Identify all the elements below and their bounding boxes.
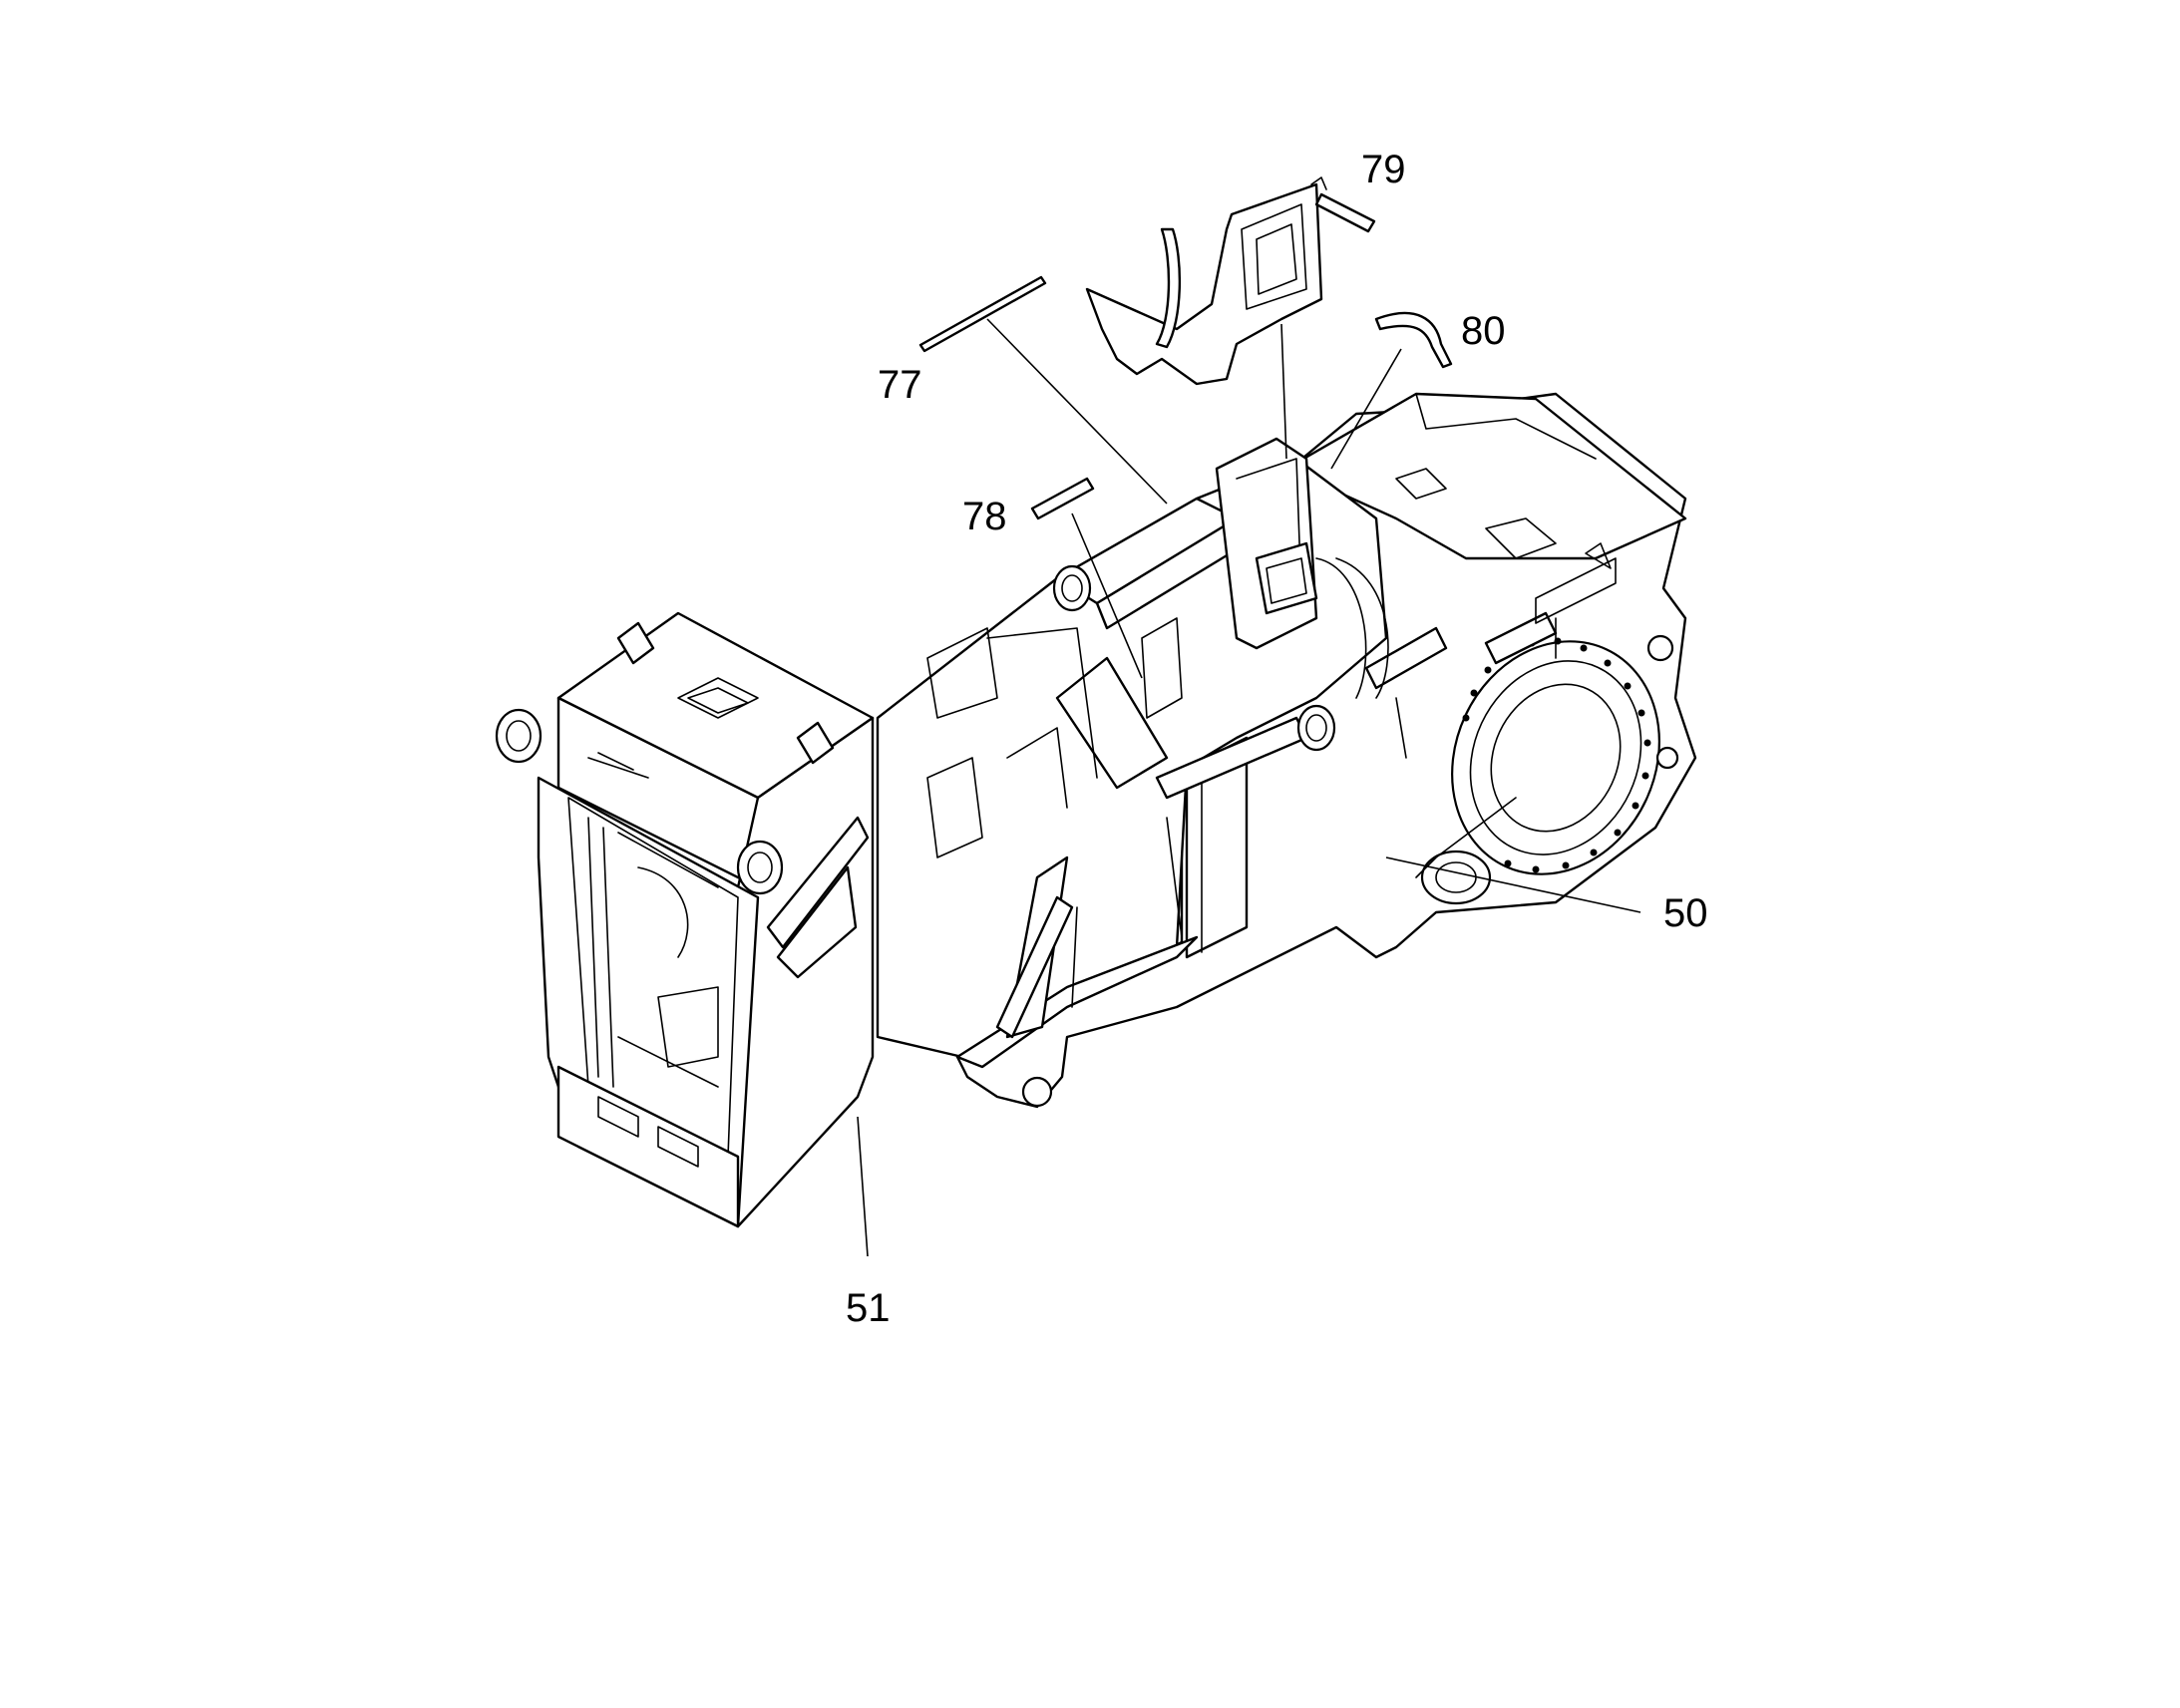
callout-79: 79 bbox=[1361, 148, 1406, 191]
front-frame-part-51 bbox=[495, 611, 875, 1228]
callout-80: 80 bbox=[1461, 309, 1506, 353]
leader-lines bbox=[857, 318, 1641, 1257]
callout-77: 77 bbox=[878, 363, 922, 407]
callout-50: 50 bbox=[1663, 891, 1708, 935]
hose-part-80 bbox=[1374, 311, 1453, 369]
callout-51: 51 bbox=[846, 1286, 891, 1330]
cab-bracket-part-79 bbox=[1085, 176, 1376, 386]
rear-frame-part-50 bbox=[955, 392, 1697, 1109]
rod-part-77 bbox=[918, 275, 1047, 353]
middle-frame-structure bbox=[876, 437, 1389, 1069]
callout-78: 78 bbox=[962, 495, 1007, 538]
rod-part-78 bbox=[1030, 477, 1095, 520]
